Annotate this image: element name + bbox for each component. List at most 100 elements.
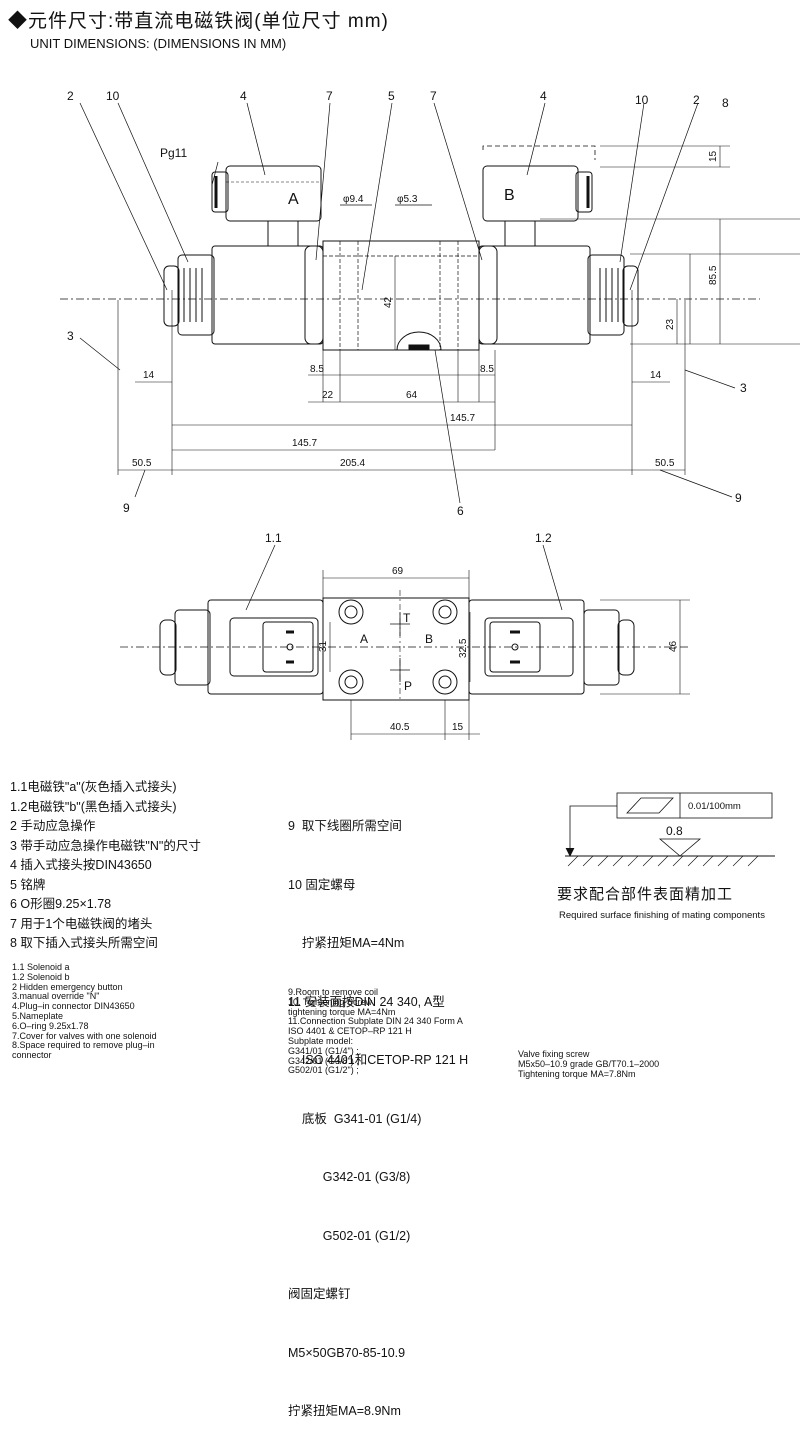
nut-left (177, 254, 215, 336)
dim-145-7-a: 145.7 (450, 413, 475, 424)
legend-item: G341/01 (G1/4") ; (288, 1045, 359, 1056)
callout-6: 6 (457, 504, 464, 518)
callout-5: 5 (388, 89, 395, 103)
legend-item: 1.2电磁铁"b"(黑色插入式接头) (10, 799, 177, 814)
dim-15-top: 15 (708, 150, 719, 162)
override-left (163, 265, 180, 327)
callout-7-left: 7 (326, 89, 333, 103)
legend-item: Subplate model: (288, 1035, 354, 1046)
legend-item: 11.Connection Subplate DIN 24 340 Form A (288, 1016, 463, 1027)
callout-7-right: 7 (430, 89, 437, 103)
legend-item: 6.O–ring 9.25x1.78 (12, 1020, 89, 1031)
legend-item: 拧紧扭矩MA=8.9Nm (288, 1404, 401, 1418)
callout-4-right: 4 (540, 89, 547, 103)
page-title: ◆元件尺寸:带直流电磁铁阀(单位尺寸 mm) (8, 11, 389, 32)
surface-caption-en: Required surface finishing of mating com… (559, 910, 765, 921)
legend-mid-en: 9.Room to remove coil 10. Tightening Scr… (288, 987, 463, 1076)
dim-46: 46 (668, 640, 679, 652)
roughness-value: 0.8 (666, 824, 683, 838)
legend-item: 拧紧扭矩MA=4Nm (288, 936, 405, 950)
solenoid-b-label: B (504, 187, 515, 204)
callout-2-left: 2 (67, 89, 74, 103)
legend-item: 8.Space required to remove plug–in (12, 1040, 155, 1051)
dim-15-plan: 15 (452, 722, 464, 733)
callout-2-right: 2 (693, 93, 700, 107)
legend-item: 9.Room to remove coil (288, 987, 379, 997)
legend-item: 10 固定螺母 (288, 877, 356, 892)
solenoid-b-body (478, 245, 591, 345)
screw-note: Valve fixing screw M5x50–10.9 grade GB/T… (518, 1049, 660, 1079)
legend-item: 4.Plug–in connector DIN43650 (12, 1001, 135, 1012)
dim-69: 69 (392, 566, 404, 577)
legend-item: 5 铭牌 (10, 877, 46, 892)
dim-8-5-right: 8.5 (480, 364, 494, 375)
legend-item: 4 插入式接头按DIN43650 (10, 858, 152, 872)
callout-4-left: 4 (240, 89, 247, 103)
legend-item: 8 取下插入式接头所需空间 (10, 936, 158, 950)
port-a: A (360, 632, 368, 646)
dim-8-5-left: 8.5 (310, 364, 324, 375)
surface-caption-cn: 要求配合部件表面精加工 (557, 886, 734, 903)
legend-item: G342/01 (G3/8") ; (288, 1055, 359, 1066)
plug-connector-a (225, 165, 322, 222)
solenoid-a-label: A (288, 191, 299, 208)
legend-item: 1.1电磁铁"a"(灰色插入式接头) (10, 780, 177, 794)
callout-3-right: 3 (740, 381, 747, 395)
dim-phi53: φ5.3 (397, 194, 418, 205)
legend-item: ISO 4401 & CETOP–RP 121 H (288, 1026, 412, 1037)
legend-item: 底板 G341-01 (G1/4) (288, 1111, 422, 1126)
callout-1-1: 1.1 (265, 531, 282, 545)
legend-item: 10. Tightening Screw (288, 996, 373, 1007)
legend-item: 1.2 Solenoid b (12, 971, 70, 982)
legend-item: 9 取下线圈所需空间 (288, 819, 402, 833)
legend-item: 1.1 Solenoid a (12, 962, 70, 972)
legend-item: connector (12, 1050, 52, 1061)
legend-item: tightening torque MA=4Nm (288, 1006, 396, 1017)
pg11-label: Pg11 (160, 146, 187, 160)
legend-item: 6 O形圈9.25×1.78 (10, 897, 112, 911)
dim-31: 31 (318, 640, 329, 652)
flatness-value: 0.01/100mm (688, 801, 741, 812)
callout-9-left: 9 (123, 501, 130, 515)
port-b: B (425, 632, 433, 646)
plan-solenoid-a (207, 599, 324, 695)
legend-left-cn: 1.1电磁铁"a"(灰色插入式接头) 1.2电磁铁"b"(黑色插入式接头) 2 … (10, 778, 201, 954)
nut-right (587, 254, 625, 336)
legend-item: ISO 4401和CETOP-RP 121 H (288, 1053, 469, 1067)
dim-22: 22 (322, 390, 334, 401)
callout-8: 8 (722, 96, 729, 110)
callout-10-left: 10 (106, 89, 120, 103)
page-subtitle: UNIT DIMENSIONS: (DIMENSIONS IN MM) (30, 36, 287, 51)
dim-23: 23 (665, 318, 676, 330)
dim-42: 42 (383, 296, 394, 308)
legend-mid-cn: 9 取下线圈所需空间 10 固定螺母 拧紧扭矩MA=4Nm 11 安装面按DIN… (288, 778, 468, 1441)
screw-note-line: M5x50–10.9 grade GB/T70.1–2000 (518, 1058, 660, 1069)
port-t: T (403, 611, 411, 625)
dimension-drawing: 2 10 4 7 5 7 4 10 2 8 3 3 9 9 6 Pg11 A B… (60, 89, 800, 867)
callout-9-right: 9 (735, 491, 742, 505)
dim-205-4: 205.4 (340, 458, 365, 469)
legend-item: 7.Cover for valves with one solenoid (12, 1030, 157, 1041)
callout-3-left: 3 (67, 329, 74, 343)
screw-note-line: Tightening torque MA=7.8Nm (518, 1068, 636, 1079)
solenoid-a-body (211, 245, 324, 345)
legend-item: 11 安装面按DIN 24 340, A型 (288, 994, 445, 1009)
dim-phi94: φ9.4 (343, 194, 364, 205)
legend-item: G342-01 (G3/8) (288, 1170, 411, 1184)
legend-item: 3.manual override "N" (12, 991, 100, 1002)
dim-50-5-left: 50.5 (132, 458, 152, 469)
legend-item: 7 用于1个电磁铁阀的堵头 (10, 916, 153, 931)
oring-groove (396, 331, 442, 351)
callout-1-2: 1.2 (535, 531, 552, 545)
dim-145-7-b: 145.7 (292, 438, 317, 449)
screw-note-line: Valve fixing screw (518, 1049, 590, 1059)
dim-14-left: 14 (143, 370, 155, 381)
valve-body (322, 240, 480, 351)
plug-connector-b (482, 165, 579, 222)
legend-item: 2 Hidden emergency button (12, 981, 123, 992)
port-p: P (404, 679, 412, 693)
dim-14-right: 14 (650, 370, 662, 381)
legend-item: G502-01 (G1/2) (288, 1228, 411, 1243)
dim-40-5: 40.5 (390, 722, 410, 733)
legend-left-en: 1.1 Solenoid a 1.2 Solenoid b 2 Hidden e… (12, 962, 157, 1061)
